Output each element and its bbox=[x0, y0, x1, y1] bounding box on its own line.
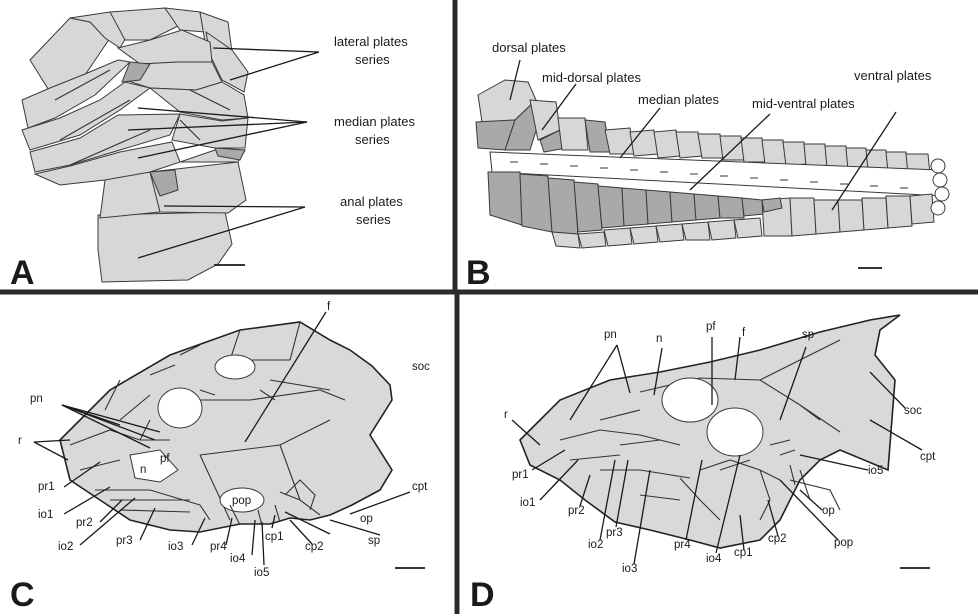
label-c-cp1: cp1 bbox=[265, 531, 284, 543]
label-mid-dorsal-plates: mid-dorsal plates bbox=[542, 70, 641, 85]
label-median-plates: median plates bbox=[638, 92, 719, 107]
label-c-sp: sp bbox=[368, 535, 380, 547]
panel-a: lateral plates series median plates seri… bbox=[10, 8, 415, 292]
label-dorsal-plates: dorsal plates bbox=[492, 40, 566, 55]
label-d-pr4: pr4 bbox=[674, 539, 691, 551]
label-d-soc: soc bbox=[904, 405, 922, 417]
label-ventral-plates: ventral plates bbox=[854, 68, 932, 83]
label-d-io2: io2 bbox=[588, 539, 603, 551]
label-mid-ventral-plates: mid-ventral plates bbox=[752, 96, 855, 111]
label-median-plates-series-line2: series bbox=[355, 132, 390, 147]
label-c-io4: io4 bbox=[230, 553, 246, 565]
label-c-r: r bbox=[18, 435, 22, 447]
panel-b: dorsal plates mid-dorsal plates median p… bbox=[466, 40, 949, 292]
label-d-pop: pop bbox=[834, 537, 853, 549]
panel-c-skull bbox=[60, 322, 392, 532]
label-d-r: r bbox=[504, 409, 508, 421]
label-d-op: op bbox=[822, 505, 835, 517]
label-c-soc: soc bbox=[412, 361, 430, 373]
label-d-f: f bbox=[742, 327, 746, 339]
label-lateral-plates-series-line1: lateral plates bbox=[334, 34, 408, 49]
panel-a-plates bbox=[22, 8, 248, 282]
label-c-n: n bbox=[140, 464, 146, 476]
panel-d: pn n pf f sp soc cpt r pr1 io1 pr2 io2 p… bbox=[470, 315, 936, 614]
label-d-pf: pf bbox=[706, 321, 716, 333]
panel-c: f soc cpt pn r pr1 io1 pr2 io2 pr3 io3 p… bbox=[10, 301, 430, 614]
label-d-cpt: cpt bbox=[920, 451, 936, 463]
label-median-plates-series-line1: median plates bbox=[334, 114, 415, 129]
label-c-f: f bbox=[327, 301, 331, 313]
label-d-io5: io5 bbox=[868, 465, 883, 477]
label-d-io1: io1 bbox=[520, 497, 535, 509]
label-c-cpt: cpt bbox=[412, 481, 428, 493]
label-c-cp2: cp2 bbox=[305, 541, 324, 553]
label-d-io4: io4 bbox=[706, 553, 722, 565]
label-d-n: n bbox=[656, 333, 662, 345]
label-c-io5: io5 bbox=[254, 567, 269, 579]
label-c-io2: io2 bbox=[58, 541, 73, 553]
label-c-pr3: pr3 bbox=[116, 535, 133, 547]
label-d-sp: sp bbox=[802, 329, 814, 341]
label-c-pr4: pr4 bbox=[210, 541, 227, 553]
label-anal-plates-series-line2: series bbox=[356, 212, 391, 227]
label-c-pr1: pr1 bbox=[38, 481, 55, 493]
label-d-pr1: pr1 bbox=[512, 469, 529, 481]
panel-letter-b: B bbox=[466, 254, 491, 292]
label-d-pr2: pr2 bbox=[568, 505, 585, 517]
label-d-io3: io3 bbox=[622, 563, 637, 575]
label-c-pop: pop bbox=[232, 495, 251, 507]
label-c-io1: io1 bbox=[38, 509, 53, 521]
label-c-pr2: pr2 bbox=[76, 517, 93, 529]
label-c-io3: io3 bbox=[168, 541, 183, 553]
label-d-pn: pn bbox=[604, 329, 617, 341]
panel-letter-a: A bbox=[10, 254, 35, 292]
label-anal-plates-series-line1: anal plates bbox=[340, 194, 403, 209]
panel-letter-c: C bbox=[10, 576, 35, 614]
label-d-pr3: pr3 bbox=[606, 527, 623, 539]
panel-letter-d: D bbox=[470, 576, 495, 614]
label-d-cp2: cp2 bbox=[768, 533, 787, 545]
label-d-cp1: cp1 bbox=[734, 547, 753, 559]
label-c-pn: pn bbox=[30, 393, 43, 405]
label-c-op: op bbox=[360, 513, 373, 525]
label-c-pf: pf bbox=[160, 453, 170, 465]
label-lateral-plates-series-line2: series bbox=[355, 52, 390, 67]
